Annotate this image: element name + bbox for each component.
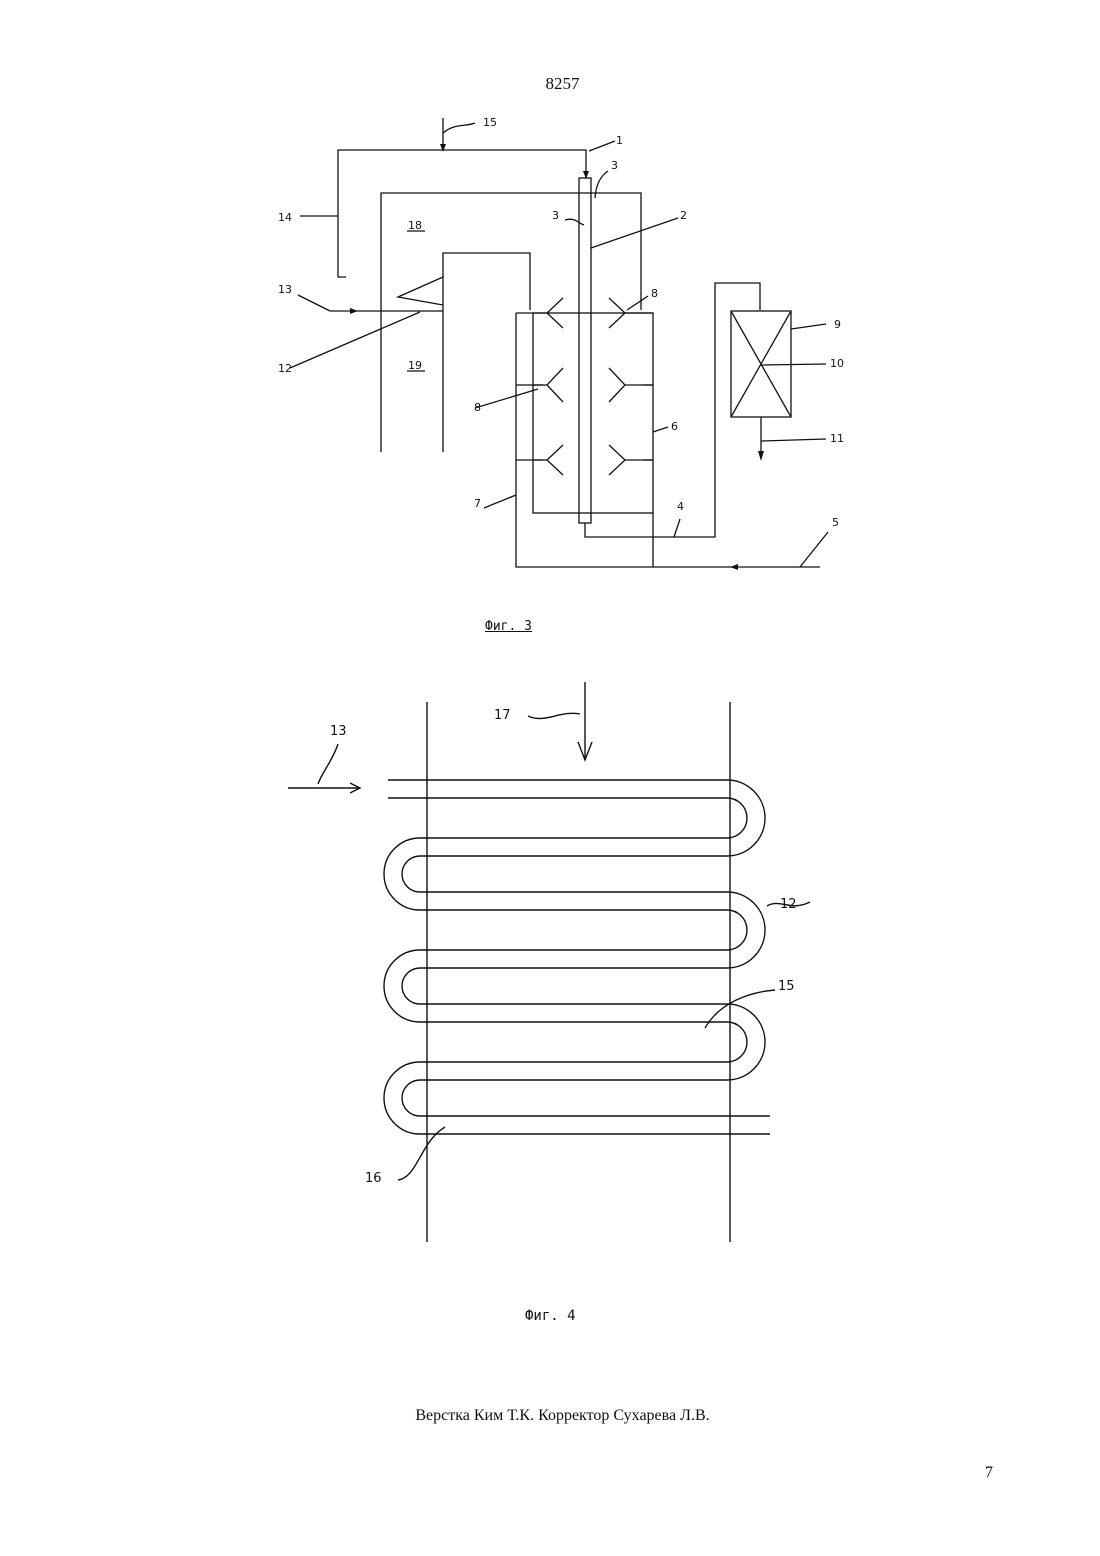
label-3-inner: 3 <box>552 209 559 222</box>
label-16: 16 <box>365 1171 382 1186</box>
coil-zigzag <box>398 277 443 305</box>
figure-4-diagram: 17 13 12 15 16 <box>270 672 810 1252</box>
document-number: 8257 <box>0 74 1100 94</box>
chamber-wall-inner <box>443 253 530 452</box>
label-14: 14 <box>278 211 292 224</box>
feed-loop-14 <box>338 150 586 277</box>
figure-3-diagram: 15 1 3 3 2 14 18 8 13 9 10 12 19 8 6 11 … <box>250 105 850 585</box>
label-5: 5 <box>832 516 839 529</box>
footer-credits: Верстка Ким Т.К. Корректор Сухарева Л.В. <box>0 1407 1100 1425</box>
label-9: 9 <box>834 318 841 331</box>
label-15: 15 <box>483 116 497 129</box>
serpentine-coil-outer <box>388 780 770 1116</box>
label-1: 1 <box>616 134 623 147</box>
label-8-right: 8 <box>651 287 658 300</box>
figure-3-caption: Фиг. 3 <box>485 619 532 634</box>
label-15: 15 <box>778 979 795 994</box>
label-4: 4 <box>677 500 684 513</box>
label-7: 7 <box>474 497 481 510</box>
serpentine-coil-inner <box>384 798 770 1134</box>
label-13: 13 <box>278 283 292 296</box>
product-line-4 <box>585 283 760 537</box>
label-13: 13 <box>330 724 347 739</box>
label-19: 19 <box>408 359 422 372</box>
label-3-top: 3 <box>611 159 618 172</box>
label-6: 6 <box>671 420 678 433</box>
label-12: 12 <box>278 362 292 375</box>
label-8-left: 8 <box>474 401 481 414</box>
label-18: 18 <box>408 219 422 232</box>
label-12: 12 <box>780 897 797 912</box>
reactor-tube <box>579 178 591 523</box>
label-17: 17 <box>494 708 511 723</box>
label-11: 11 <box>830 432 844 445</box>
figure-4-caption: Фиг. 4 <box>525 1308 576 1324</box>
label-10: 10 <box>830 357 844 370</box>
label-2: 2 <box>680 209 687 222</box>
page-number: 7 <box>985 1464 993 1482</box>
jacket <box>533 313 653 513</box>
